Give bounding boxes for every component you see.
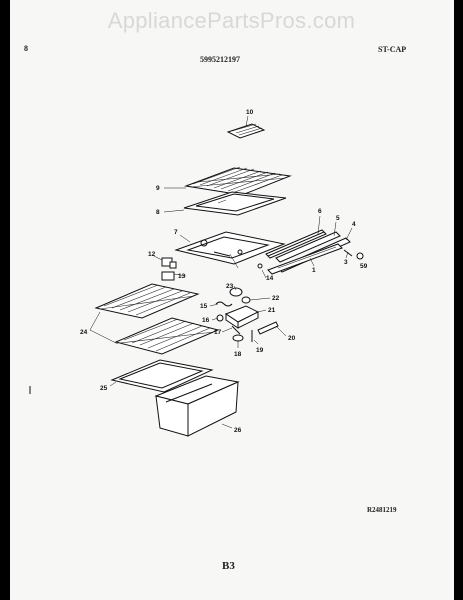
callout-7: 7 bbox=[174, 229, 178, 236]
callout-23: 23 bbox=[226, 283, 234, 290]
part-3-screw bbox=[343, 249, 353, 257]
callout-labels: 10 9 8 7 12 13 14 6 5 4 3 59 1 23 22 15 … bbox=[80, 109, 368, 434]
callout-24: 24 bbox=[80, 329, 88, 336]
leader-lines bbox=[89, 115, 353, 429]
drawing-sheet bbox=[10, 0, 454, 600]
callout-3: 3 bbox=[344, 259, 348, 266]
callout-21: 21 bbox=[268, 307, 276, 314]
callout-18: 18 bbox=[234, 351, 242, 358]
callout-16: 16 bbox=[202, 317, 210, 324]
callout-1: 1 bbox=[312, 267, 316, 274]
callout-19: 19 bbox=[256, 347, 264, 354]
callout-9: 9 bbox=[156, 185, 160, 192]
part-12-fitting bbox=[161, 257, 177, 269]
watermark: AppliancePartsPros.com bbox=[107, 8, 356, 33]
callout-20: 20 bbox=[288, 335, 296, 342]
callout-17: 17 bbox=[214, 329, 222, 336]
part-14-clip bbox=[257, 263, 263, 269]
callout-15: 15 bbox=[200, 303, 208, 310]
part-13-fitting bbox=[161, 271, 175, 281]
part-6-rail bbox=[265, 229, 327, 259]
page-marker: 8 bbox=[24, 44, 28, 53]
part-21-control-housing bbox=[224, 305, 260, 329]
section-code: ST-CAP bbox=[378, 45, 407, 54]
callout-5: 5 bbox=[336, 215, 340, 222]
part-9-shelf-grille bbox=[184, 166, 292, 196]
part-23-knob bbox=[229, 287, 243, 297]
reference-code: R2481219 bbox=[367, 506, 397, 514]
part-16-knob bbox=[216, 314, 224, 322]
part-5-rail bbox=[275, 231, 341, 263]
callout-4: 4 bbox=[352, 221, 356, 228]
callout-22: 22 bbox=[272, 295, 280, 302]
callout-59: 59 bbox=[360, 263, 368, 270]
part-59-clip bbox=[356, 252, 364, 260]
part-8-shelf-panel bbox=[183, 191, 287, 216]
page-number: B3 bbox=[222, 560, 235, 572]
callout-14: 14 bbox=[266, 275, 274, 282]
part-1-rail bbox=[267, 243, 343, 275]
part-20-rod bbox=[257, 321, 279, 335]
part-24-wire-shelf-lower bbox=[114, 317, 220, 355]
callout-8: 8 bbox=[156, 209, 160, 216]
callout-26: 26 bbox=[234, 427, 242, 434]
part-number: 5995212197 bbox=[200, 55, 240, 64]
callout-6: 6 bbox=[318, 208, 322, 215]
part-22-clip bbox=[241, 296, 251, 304]
part-26-crisper-drawer bbox=[154, 375, 240, 437]
callout-10: 10 bbox=[246, 109, 254, 116]
part-7-crisper-frame bbox=[174, 231, 286, 269]
part-17-shaft bbox=[231, 325, 241, 335]
callout-13: 13 bbox=[178, 273, 186, 280]
callout-12: 12 bbox=[148, 251, 156, 258]
part-10-grille bbox=[226, 123, 266, 139]
part-25-crisper-cover bbox=[110, 359, 214, 393]
part-15-spring bbox=[215, 301, 233, 307]
part-24-wire-shelf-upper bbox=[94, 283, 200, 319]
callout-25: 25 bbox=[100, 385, 108, 392]
